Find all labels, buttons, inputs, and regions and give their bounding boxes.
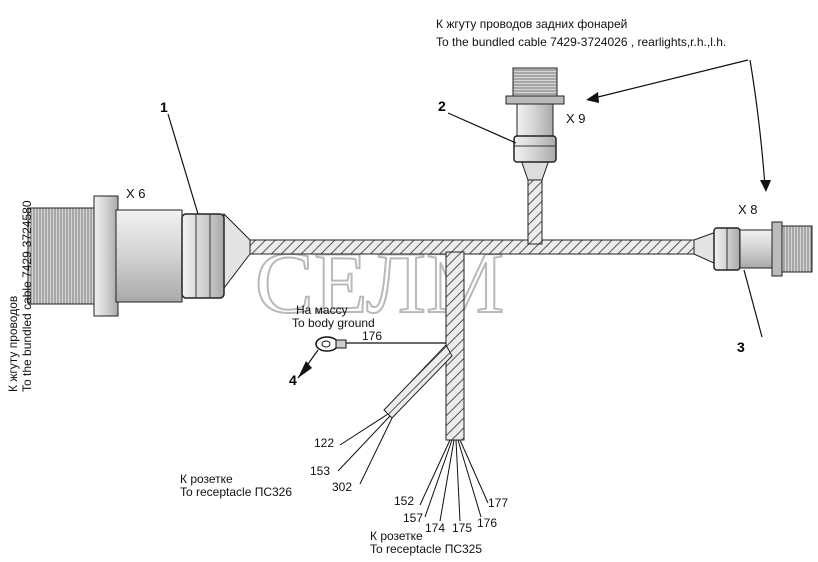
connector-x8 <box>713 221 813 277</box>
connector-x6 <box>27 195 225 317</box>
connector-x9 <box>505 67 565 163</box>
callout-4-leader <box>297 349 319 379</box>
callout-4: 4 <box>289 372 297 388</box>
callout-2: 2 <box>438 98 446 114</box>
ground-label-ru: На массу <box>296 303 348 317</box>
callout-3: 3 <box>737 339 745 355</box>
left-label-ru: К жгуту проводов <box>6 296 20 392</box>
wire-number: 153 <box>310 464 330 478</box>
top-label-ru: К жгуту проводов задних фонарей <box>436 17 627 31</box>
ps325-label-ru: К розетке <box>370 529 423 543</box>
wire-number: 152 <box>394 494 414 508</box>
wire-number: 302 <box>332 480 352 494</box>
wire-number: 157 <box>403 511 423 525</box>
wire-number: 177 <box>488 496 508 510</box>
ps325-label-en: To receptacle ПС325 <box>370 542 482 556</box>
connector-x6-label: X 6 <box>126 186 146 201</box>
wire-number: 174 <box>425 521 445 535</box>
wire-number: 122 <box>314 436 334 450</box>
ground-lug <box>315 336 446 352</box>
wire-fan-ps325 <box>419 439 489 522</box>
ground-wire-176: 176 <box>362 329 382 343</box>
wire-fan-ps326 <box>337 413 393 485</box>
wire-number: 176 <box>477 516 497 530</box>
left-label-en: To the bundled cable 7429-3724580 <box>20 200 34 392</box>
ps326-label-ru: К розетке <box>180 472 233 486</box>
connector-x8-label: X 8 <box>738 202 758 217</box>
wire-number: 175 <box>452 521 472 535</box>
connector-x9-label: X 9 <box>566 111 586 126</box>
leader-lines <box>167 59 766 338</box>
callout-1: 1 <box>160 99 168 115</box>
harness-trunks <box>223 159 717 441</box>
top-label-en: To the bundled cable 7429-3724026 , rear… <box>436 35 726 49</box>
ps326-label-en: To receptacle ПС326 <box>180 485 292 499</box>
ground-label-en: To body ground <box>292 316 375 330</box>
